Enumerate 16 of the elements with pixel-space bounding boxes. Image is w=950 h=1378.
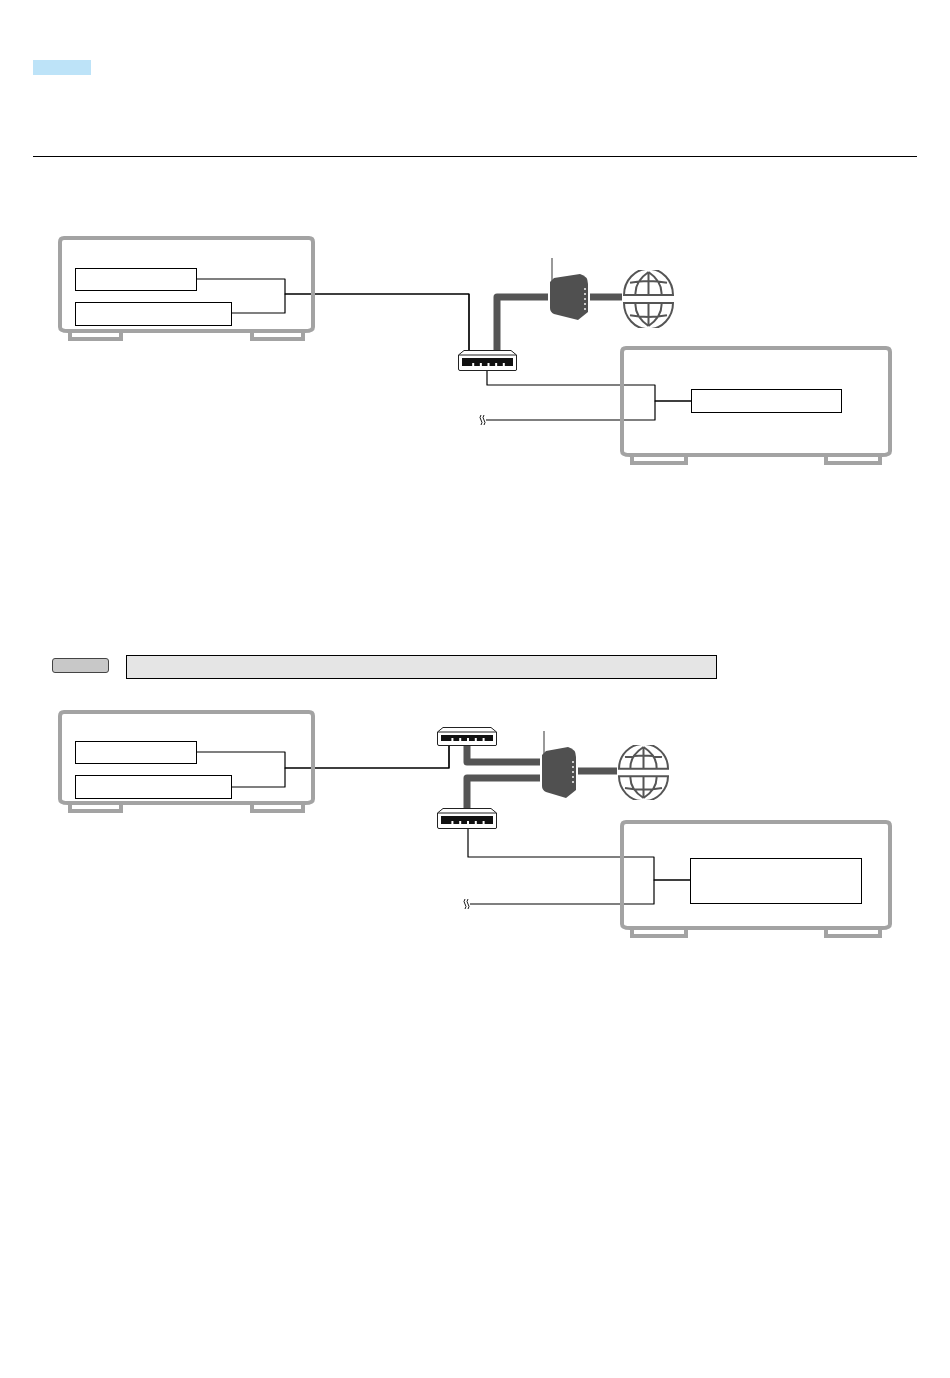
cable <box>463 774 540 808</box>
connector-line <box>485 400 692 421</box>
connector-line <box>231 745 450 788</box>
label-box <box>75 302 232 326</box>
cable <box>493 293 548 350</box>
cable <box>463 746 540 766</box>
label-box <box>690 858 862 904</box>
connector-line <box>231 293 470 351</box>
section-tab <box>33 60 91 75</box>
label-box <box>691 389 842 413</box>
label-box <box>75 268 197 291</box>
label-box <box>75 775 232 799</box>
connector-line <box>469 879 691 905</box>
step-badge <box>52 658 109 673</box>
label-box <box>75 741 197 764</box>
heading-bar <box>126 655 717 679</box>
